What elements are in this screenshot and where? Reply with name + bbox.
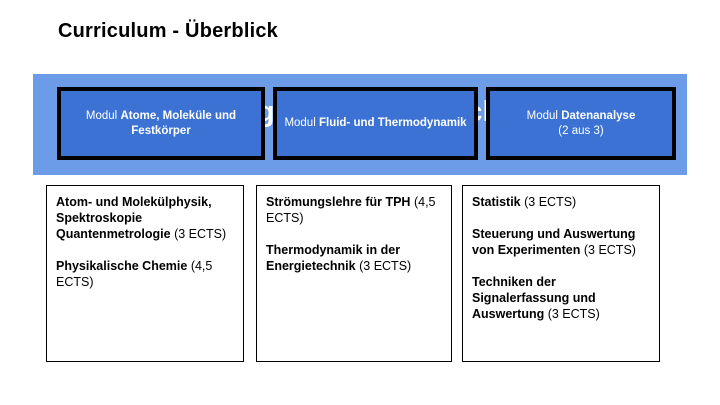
- module-box-atome-molekuele[interactable]: Modul Atome, Moleküle und Festkörper: [57, 87, 265, 160]
- module-name: Datenanalyse: [561, 109, 636, 122]
- course-ects: (3 ECTS): [547, 307, 600, 321]
- course-name: Thermodynamik in der Energietechnik: [266, 243, 401, 273]
- course-name: Steuerung und Auswertung von Experimente…: [472, 227, 636, 257]
- course-name: Techniken der Signalerfassung und Auswer…: [472, 275, 596, 321]
- list-item: Strömungslehre für TPH (4,5 ECTS): [266, 194, 442, 226]
- course-ects: (3 ECTS): [359, 259, 412, 273]
- list-item: Statistik (3 ECTS): [472, 194, 650, 210]
- course-column-2: Strömungslehre für TPH (4,5 ECTS) Thermo…: [256, 185, 452, 362]
- module-prefix: Modul: [284, 117, 319, 129]
- list-item: Atom- und Molekülphysik, Spektroskopie Q…: [56, 194, 234, 242]
- course-column-3: Statistik (3 ECTS) Steuerung und Auswert…: [462, 185, 660, 362]
- module-box-fluid-thermodynamik[interactable]: Modul Fluid- und Thermodynamik: [273, 87, 478, 160]
- list-item: Steuerung und Auswertung von Experimente…: [472, 226, 650, 258]
- course-ects: (3 ECTS): [524, 195, 577, 209]
- course-name: Strömungslehre für TPH: [266, 195, 411, 209]
- module-banner: Allgemeiner Bereich Modul Atome, Molekül…: [33, 74, 687, 175]
- course-ects: (4,5 ECTS): [266, 195, 436, 225]
- course-column-1: Atom- und Molekülphysik, Spektroskopie Q…: [46, 185, 244, 362]
- page-title: Curriculum - Überblick: [58, 20, 278, 42]
- course-ects: (3 ECTS): [174, 227, 227, 241]
- course-name: Statistik: [472, 195, 521, 209]
- module-prefix: Modul: [526, 109, 562, 122]
- module-box-label: Modul Datenanalyse (2 aus 3): [523, 109, 640, 139]
- list-item: Thermodynamik in der Energietechnik (3 E…: [266, 242, 442, 274]
- module-name: Atome, Moleküle und Festkörper: [120, 109, 237, 137]
- list-item: Physikalische Chemie (4,5 ECTS): [56, 258, 234, 290]
- module-box-datenanalyse[interactable]: Modul Datenanalyse (2 aus 3): [486, 87, 676, 160]
- list-item: Techniken der Signalerfassung und Auswer…: [472, 274, 650, 322]
- course-ects: (3 ECTS): [583, 243, 636, 257]
- course-ects: (4,5 ECTS): [56, 259, 213, 289]
- module-box-label: Modul Fluid- und Thermodynamik: [280, 116, 470, 131]
- course-name: Physikalische Chemie: [56, 259, 188, 273]
- module-note: (2 aus 3): [558, 124, 604, 137]
- module-prefix: Modul: [85, 109, 121, 122]
- module-box-label: Modul Atome, Moleküle und Festkörper: [61, 109, 261, 139]
- module-name: Fluid- und Thermodynamik: [318, 117, 467, 129]
- course-name: Atom- und Molekülphysik, Spektroskopie Q…: [56, 195, 212, 241]
